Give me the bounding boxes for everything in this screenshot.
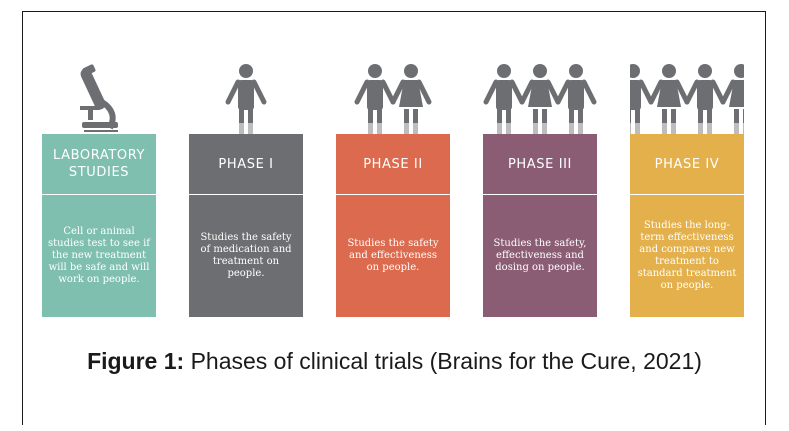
phase-title: PHASE I	[218, 156, 274, 172]
phase-description: Studies the long-term effectiveness and …	[637, 220, 737, 291]
phase-description-box: Studies the long-term effectiveness and …	[630, 195, 744, 317]
phase-description-box: Cell or animal studies test to see if th…	[42, 195, 156, 317]
person-icon	[519, 64, 561, 134]
phase-description: Studies the safety of medication and tre…	[200, 232, 292, 279]
person-icon	[354, 64, 396, 134]
divider	[346, 194, 440, 195]
person-icon	[648, 64, 690, 134]
phase-title-box: PHASE II	[336, 134, 450, 194]
caption-text: Phases of clinical trials (Brains for th…	[184, 348, 702, 374]
phase-title: PHASE III	[507, 156, 572, 172]
divider	[199, 194, 293, 195]
lab-figures	[42, 62, 156, 134]
person-icon	[630, 64, 654, 134]
person-icon	[225, 64, 267, 134]
person-icon	[483, 64, 525, 134]
phase-title: LABORATORY	[52, 148, 146, 163]
phase-description-box: Studies the safety of medication and tre…	[189, 195, 303, 317]
microscope-icon	[80, 64, 118, 132]
figure-caption: Figure 1: Phases of clinical trials (Bra…	[0, 348, 789, 375]
person-icon	[390, 64, 432, 134]
figure-frame	[22, 11, 766, 425]
caption-label: Figure 1:	[87, 348, 185, 374]
divider	[640, 194, 734, 195]
phase-description: Studies the safety, effectiveness and do…	[493, 238, 587, 273]
divider	[493, 194, 587, 195]
divider	[52, 194, 146, 195]
person-icon	[555, 64, 597, 134]
phase-description-box: Studies the safety and effectiveness on …	[336, 195, 450, 317]
phase-title: PHASE IV	[654, 156, 720, 172]
phase-description: Studies the safety and effectiveness on …	[347, 238, 439, 273]
phase-figures	[189, 62, 303, 134]
phase-title: PHASE II	[363, 156, 423, 172]
phase-title-box: PHASE III	[483, 134, 597, 194]
phase-title-box: PHASE I	[189, 134, 303, 194]
phase-description: Cell or animal studies test to see if th…	[48, 226, 150, 285]
phase-description-box: Studies the safety, effectiveness and do…	[483, 195, 597, 317]
person-icon	[720, 64, 744, 134]
phase-title-box: PHASE IV	[630, 134, 744, 194]
phase-title: STUDIES	[68, 165, 130, 180]
person-icon	[684, 64, 726, 134]
phase-figures	[630, 62, 744, 134]
phase-figures	[336, 62, 450, 134]
phase-figures	[483, 62, 597, 134]
phase-title-box: LABORATORY STUDIES	[42, 134, 156, 194]
